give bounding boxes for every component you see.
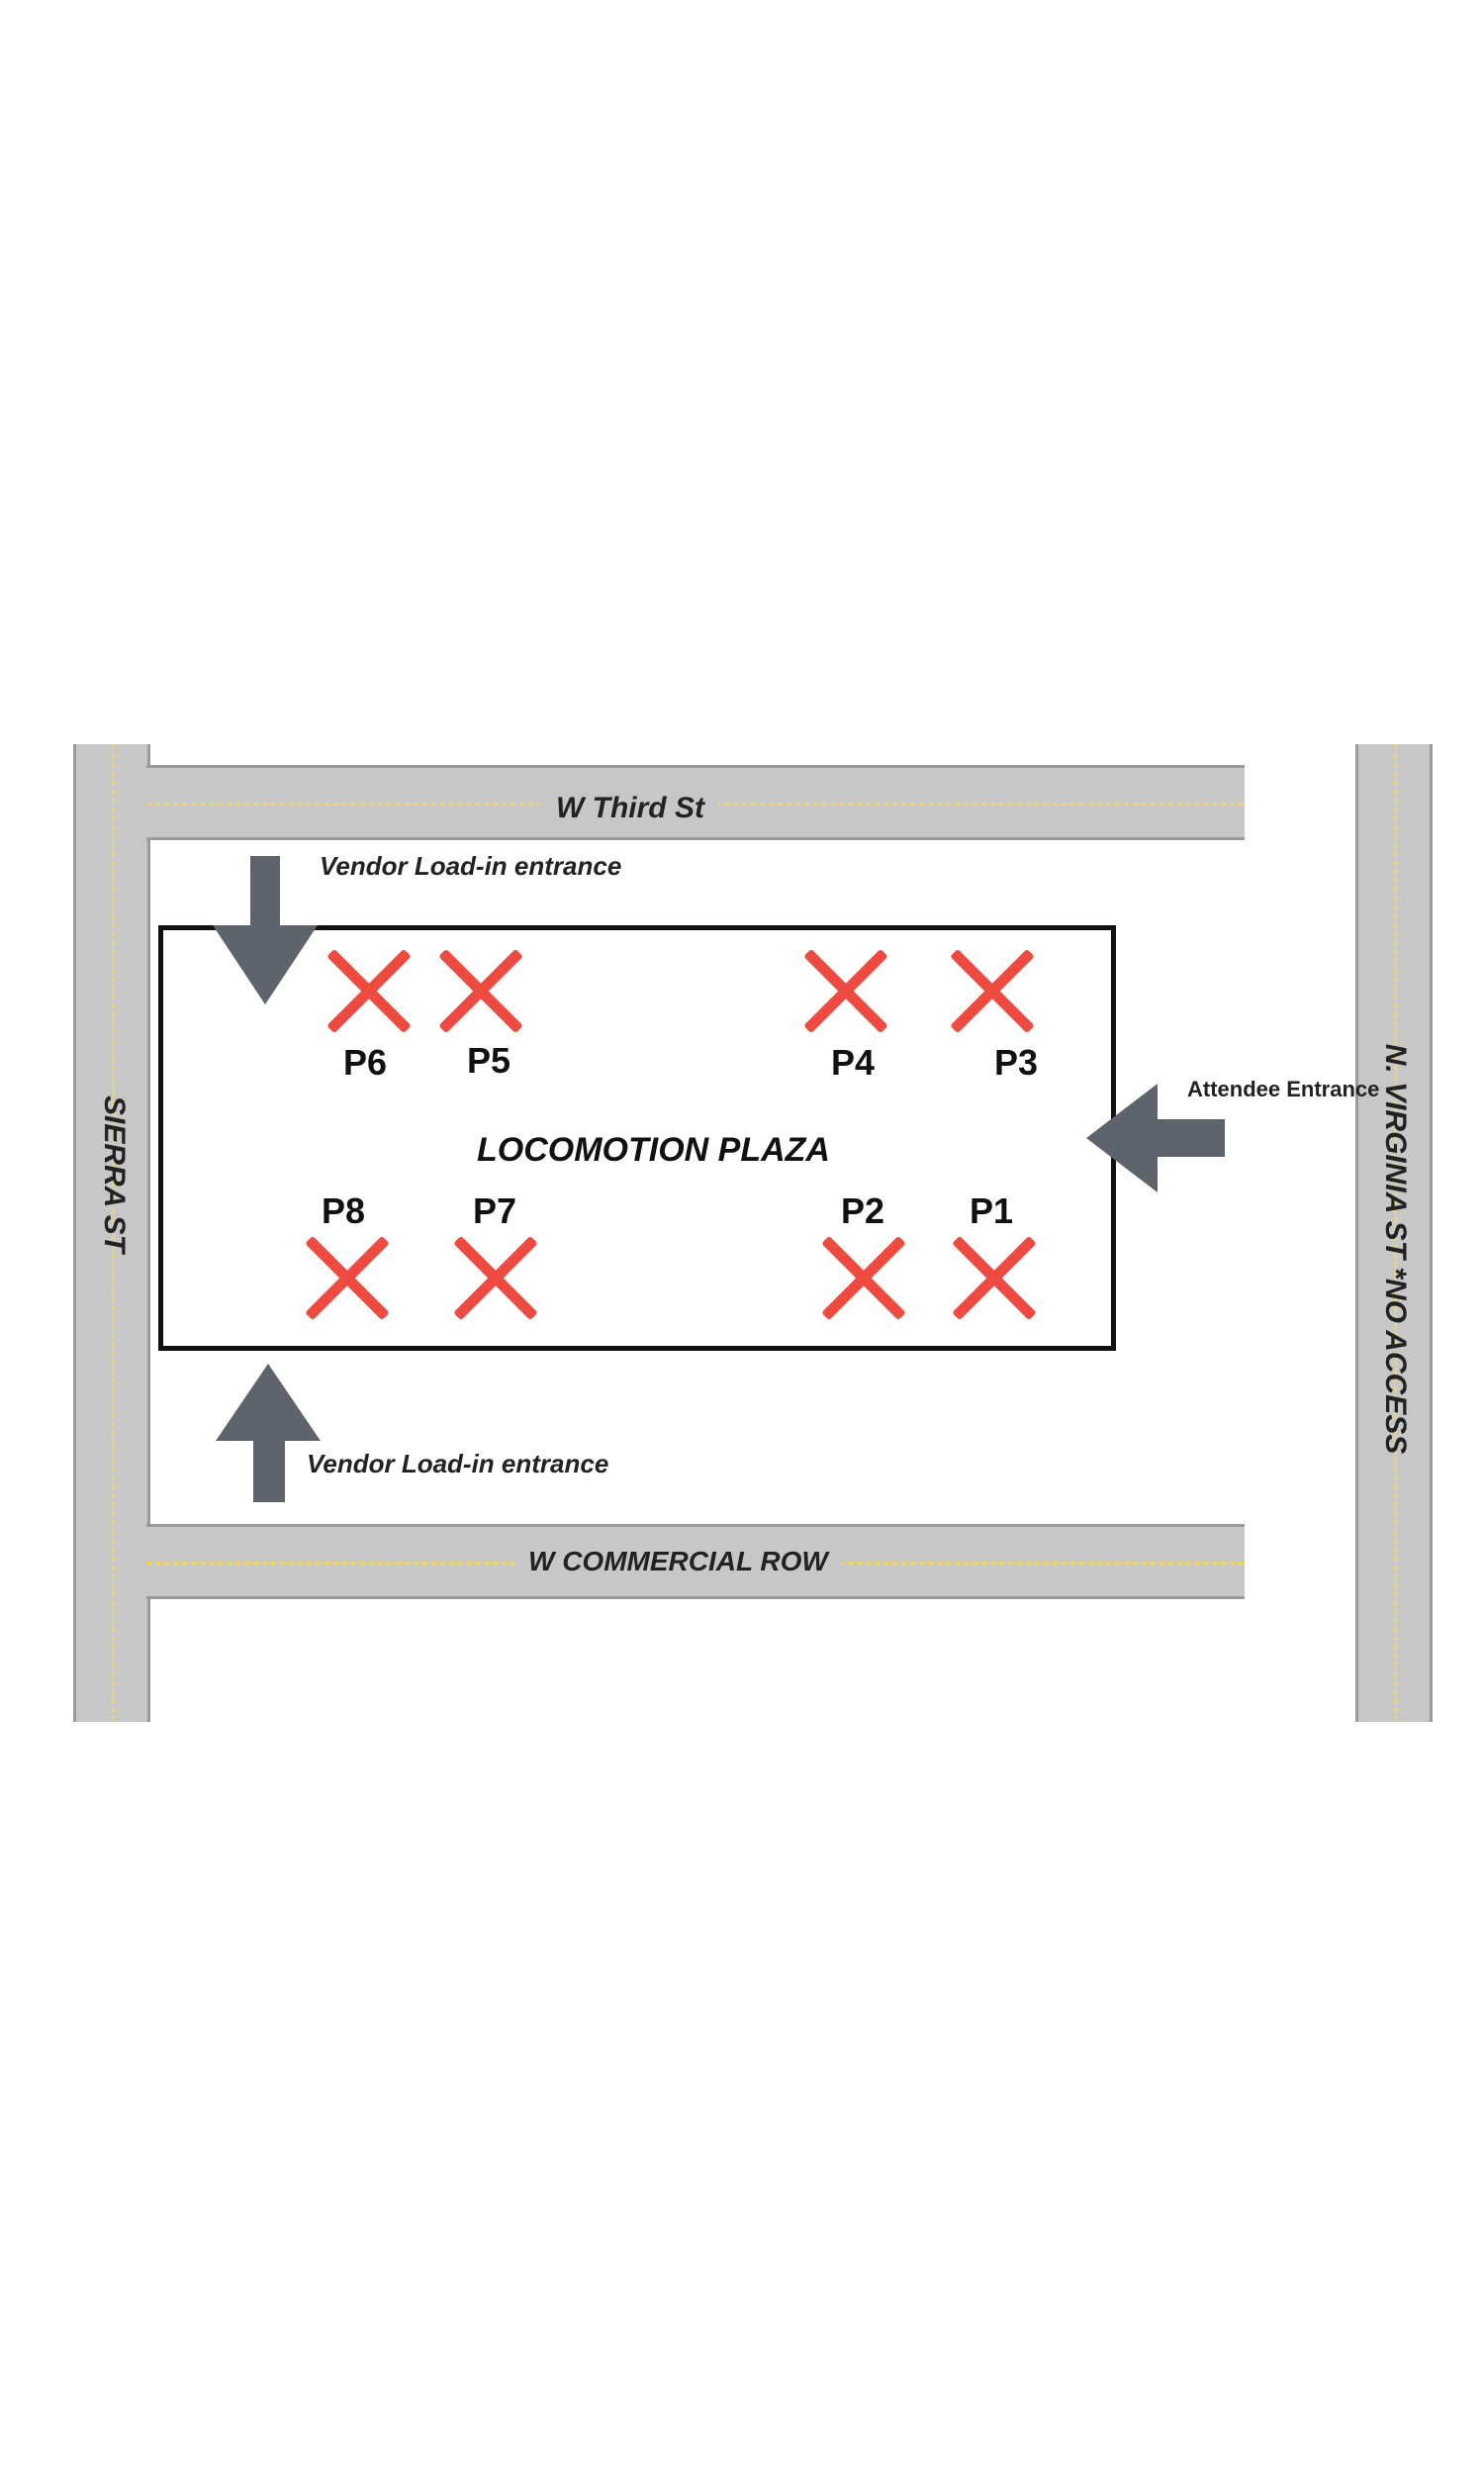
x-mark-icon: [950, 948, 1035, 1033]
position-label-p1: P1: [970, 1190, 1014, 1231]
position-label-p4: P4: [831, 1042, 876, 1083]
arrow-icon: [1086, 1084, 1225, 1192]
x-mark-icon: [453, 1235, 538, 1320]
position-label-p8: P8: [322, 1190, 366, 1231]
arrow-icon: [213, 856, 318, 1004]
x-mark-icon: [952, 1235, 1037, 1320]
position-label-p2: P2: [841, 1190, 885, 1231]
x-mark-icon: [438, 948, 523, 1033]
x-mark-icon: [305, 1235, 390, 1320]
position-label-p3: P3: [994, 1042, 1039, 1083]
x-mark-icon: [803, 948, 888, 1033]
plaza-title: LOCOMOTION PLAZA: [477, 1131, 830, 1169]
arrow-icon: [216, 1364, 321, 1502]
n-virginia-st-road: [1355, 744, 1433, 1722]
position-label-p7: P7: [473, 1190, 517, 1231]
lane-marking: [1394, 744, 1397, 1722]
position-label-p6: P6: [343, 1042, 388, 1083]
x-mark-icon: [326, 948, 412, 1033]
street-label-north: W Third St: [542, 791, 718, 826]
vendor-entrance-note-top: Vendor Load-in entrance: [320, 851, 622, 881]
street-label-south: W COMMERCIAL ROW: [514, 1544, 842, 1579]
sierra-st-road: [73, 744, 150, 1722]
vendor-entrance-note-bottom: Vendor Load-in entrance: [307, 1449, 609, 1478]
attendee-entrance-note: Attendee Entrance: [1187, 1077, 1380, 1101]
street-label-west: SIERRA ST: [98, 1095, 131, 1253]
lane-marking: [112, 744, 115, 1722]
position-label-p5: P5: [467, 1040, 511, 1081]
street-label-east: N. VIRGINIA ST *NO ACCESS: [1379, 1043, 1412, 1455]
x-mark-icon: [821, 1235, 906, 1320]
